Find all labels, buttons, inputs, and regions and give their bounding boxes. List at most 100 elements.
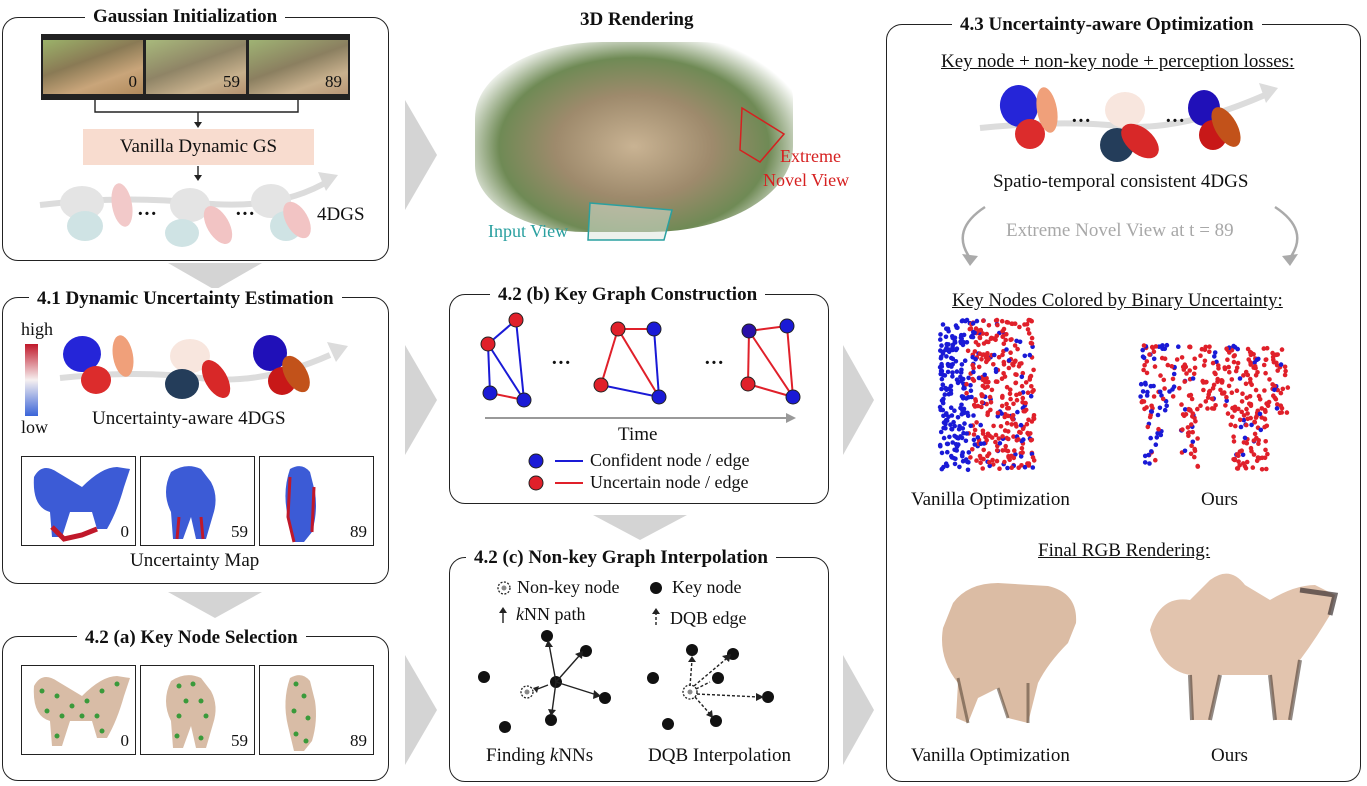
point-cloud-dot — [1243, 381, 1249, 387]
point-cloud-dot — [964, 340, 970, 345]
point-cloud-dot — [984, 437, 989, 443]
point-cloud-dot — [1257, 397, 1263, 402]
extreme-view-label-1: Extreme — [780, 146, 841, 166]
point-cloud-dot — [1153, 457, 1158, 463]
point-cloud-dot — [1271, 359, 1277, 365]
point-cloud-dot — [1203, 399, 1209, 404]
point-cloud-dot — [1148, 383, 1154, 389]
point-cloud-dot — [988, 400, 994, 405]
point-cloud-dot — [1192, 454, 1197, 460]
point-cloud-dot — [1030, 465, 1036, 470]
point-cloud-dot — [1212, 350, 1218, 355]
point-cloud-dot — [952, 423, 957, 429]
point-cloud-dot — [1259, 406, 1265, 411]
point-cloud-dot — [943, 334, 949, 340]
point-cloud-dot — [976, 364, 982, 370]
point-cloud-dot — [1266, 399, 1272, 405]
point-cloud-dot — [1140, 354, 1146, 359]
uncertainty-model-label: Uncertainty-aware 4DGS — [92, 408, 286, 429]
point-cloud-dot — [972, 330, 977, 335]
point-cloud-dot — [1265, 451, 1270, 457]
point-cloud-dot — [995, 322, 1000, 328]
point-cloud-dot — [1140, 347, 1145, 353]
extreme-view-t89-label: Extreme Novel View at t = 89 — [1006, 220, 1234, 241]
point-cloud-dot — [1007, 391, 1013, 397]
point-cloud-dot — [1162, 407, 1168, 413]
point-cloud-dot — [974, 420, 979, 425]
point-cloud-dot — [1253, 373, 1259, 378]
point-cloud-dot — [959, 336, 964, 341]
point-cloud-dot — [953, 359, 959, 364]
point-cloud-dot — [1010, 321, 1015, 327]
point-cloud-dot — [981, 352, 986, 357]
point-cloud-dot — [998, 424, 1004, 429]
point-cloud-dot — [1239, 399, 1245, 404]
vanilla-dynamic-gs-box: Vanilla Dynamic GS — [83, 129, 314, 165]
point-cloud-dot — [991, 462, 996, 467]
point-cloud-dot — [1003, 443, 1008, 449]
dqb-graph — [647, 644, 774, 730]
film-frame-number: 89 — [325, 72, 342, 92]
key-graph-diagram — [480, 312, 801, 491]
rendering-title: 3D Rendering — [580, 9, 694, 30]
point-cloud-dot — [1252, 420, 1258, 425]
point-cloud-dot — [1261, 362, 1267, 368]
point-cloud-dot — [1225, 357, 1230, 362]
point-cloud-dot — [984, 331, 989, 337]
point-cloud-dot — [977, 453, 983, 459]
legend-high: high — [21, 319, 54, 339]
point-cloud-dot — [1004, 420, 1010, 426]
point-cloud-dot — [1008, 387, 1013, 392]
point-cloud-dot — [970, 362, 975, 368]
selection-frame-number: 59 — [231, 731, 248, 750]
point-cloud-dot — [1200, 378, 1205, 384]
legend-uncertain-node — [528, 475, 544, 491]
point-cloud-dot — [1157, 389, 1163, 395]
point-cloud-dot — [1236, 406, 1241, 412]
point-cloud-dot — [1210, 360, 1216, 366]
point-cloud-dot — [1275, 387, 1280, 393]
point-cloud-dot — [1186, 393, 1192, 398]
point-cloud-dot — [972, 442, 978, 447]
point-cloud-dot — [1005, 465, 1010, 471]
point-cloud-dot — [952, 461, 958, 467]
point-cloud-dot — [1285, 385, 1291, 390]
point-cloud-dot — [949, 453, 954, 459]
point-cloud-dot — [1224, 346, 1229, 351]
point-cloud-dot — [1270, 350, 1275, 356]
ellipsis: ··· — [137, 203, 158, 225]
point-cloud-dot — [1219, 380, 1225, 385]
point-cloud-dot — [984, 376, 989, 381]
point-cloud-dot — [1187, 368, 1192, 373]
point-cloud-dot — [938, 407, 943, 413]
point-cloud-dot — [1247, 401, 1252, 406]
point-cloud-dot — [1241, 417, 1247, 423]
point-cloud-dot — [1232, 404, 1238, 410]
arrow-right-3 — [405, 655, 437, 765]
arrow-right-2 — [405, 345, 437, 455]
point-cloud-dot — [954, 448, 959, 453]
point-cloud-dot — [947, 434, 952, 440]
point-cloud-dot — [955, 325, 960, 331]
point-cloud-dot — [1202, 358, 1208, 364]
film-frame-89: 89 — [249, 40, 348, 94]
point-cloud-dot — [1004, 347, 1009, 352]
point-cloud-dot — [1238, 424, 1244, 430]
point-cloud-dot — [1190, 411, 1196, 416]
point-cloud-dot — [1160, 396, 1166, 402]
point-cloud-dot — [964, 431, 970, 436]
point-cloud-dot — [1025, 390, 1031, 395]
point-cloud-dot — [1263, 357, 1269, 362]
knn-graph — [478, 630, 611, 733]
point-cloud-dot — [961, 430, 966, 436]
point-cloud-dot — [1280, 386, 1286, 392]
point-cloud-dot — [1274, 352, 1279, 358]
point-cloud-dot — [949, 426, 954, 432]
point-cloud-dot — [1179, 355, 1185, 360]
point-cloud-dot — [986, 356, 991, 362]
point-cloud-dot — [1153, 442, 1159, 447]
point-cloud-dot — [1239, 409, 1244, 415]
point-cloud-dot — [1147, 461, 1152, 466]
point-cloud-dot — [944, 441, 950, 447]
